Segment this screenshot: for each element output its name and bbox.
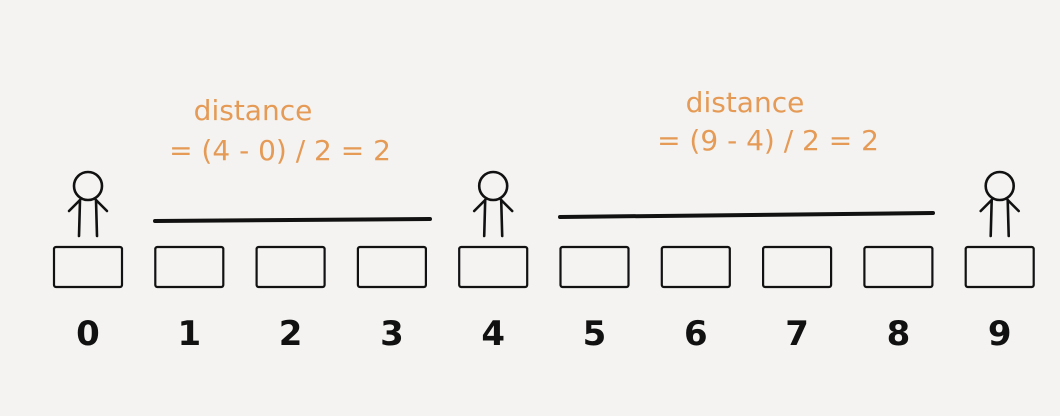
seat-number: 5 bbox=[583, 314, 607, 354]
seat-7: 7 bbox=[761, 245, 833, 354]
annotation-2-title: distance bbox=[686, 86, 805, 119]
seat-box bbox=[154, 245, 225, 289]
seat-5: 5 bbox=[559, 245, 630, 354]
seat-8: 8 bbox=[863, 245, 934, 354]
seat-6: 6 bbox=[660, 245, 731, 354]
seat-number: 2 bbox=[279, 314, 303, 354]
seat-box bbox=[356, 245, 427, 289]
seat-box bbox=[52, 245, 124, 289]
seat-box bbox=[964, 245, 1035, 289]
seat-box bbox=[559, 245, 630, 289]
seat-number: 1 bbox=[177, 314, 201, 354]
seat-box bbox=[761, 245, 833, 289]
seat-box bbox=[660, 245, 731, 289]
annotation-2-formula: = (9 - 4) / 2 = 2 bbox=[657, 124, 879, 157]
seat-3: 3 bbox=[356, 245, 427, 354]
seat-0: 0 bbox=[52, 170, 124, 354]
seat-box bbox=[255, 245, 326, 289]
distance-line-4-9 bbox=[558, 211, 935, 219]
annotation-1-title: distance bbox=[194, 94, 313, 127]
seat-box bbox=[458, 245, 529, 289]
seat-number: 6 bbox=[684, 314, 708, 354]
seat-2: 2 bbox=[255, 245, 326, 354]
seat-number: 4 bbox=[481, 314, 505, 354]
seat-number: 8 bbox=[887, 314, 911, 354]
seat-box bbox=[863, 245, 934, 289]
person-icon bbox=[67, 170, 109, 238]
distance-line-0-4 bbox=[153, 217, 432, 223]
person-icon bbox=[979, 170, 1020, 238]
seat-9: 9 bbox=[964, 170, 1035, 354]
seat-4: 4 bbox=[458, 170, 529, 354]
annotation-1-formula: = (4 - 0) / 2 = 2 bbox=[169, 134, 391, 167]
seat-number: 3 bbox=[380, 314, 404, 354]
seat-number: 9 bbox=[988, 314, 1012, 354]
seat-row: 0 1 2 3 4 5 6 7 8 9 bbox=[52, 170, 1035, 354]
seat-number: 0 bbox=[76, 314, 100, 354]
person-icon bbox=[472, 170, 514, 238]
seat-number: 7 bbox=[785, 314, 809, 354]
seat-1: 1 bbox=[154, 245, 225, 354]
